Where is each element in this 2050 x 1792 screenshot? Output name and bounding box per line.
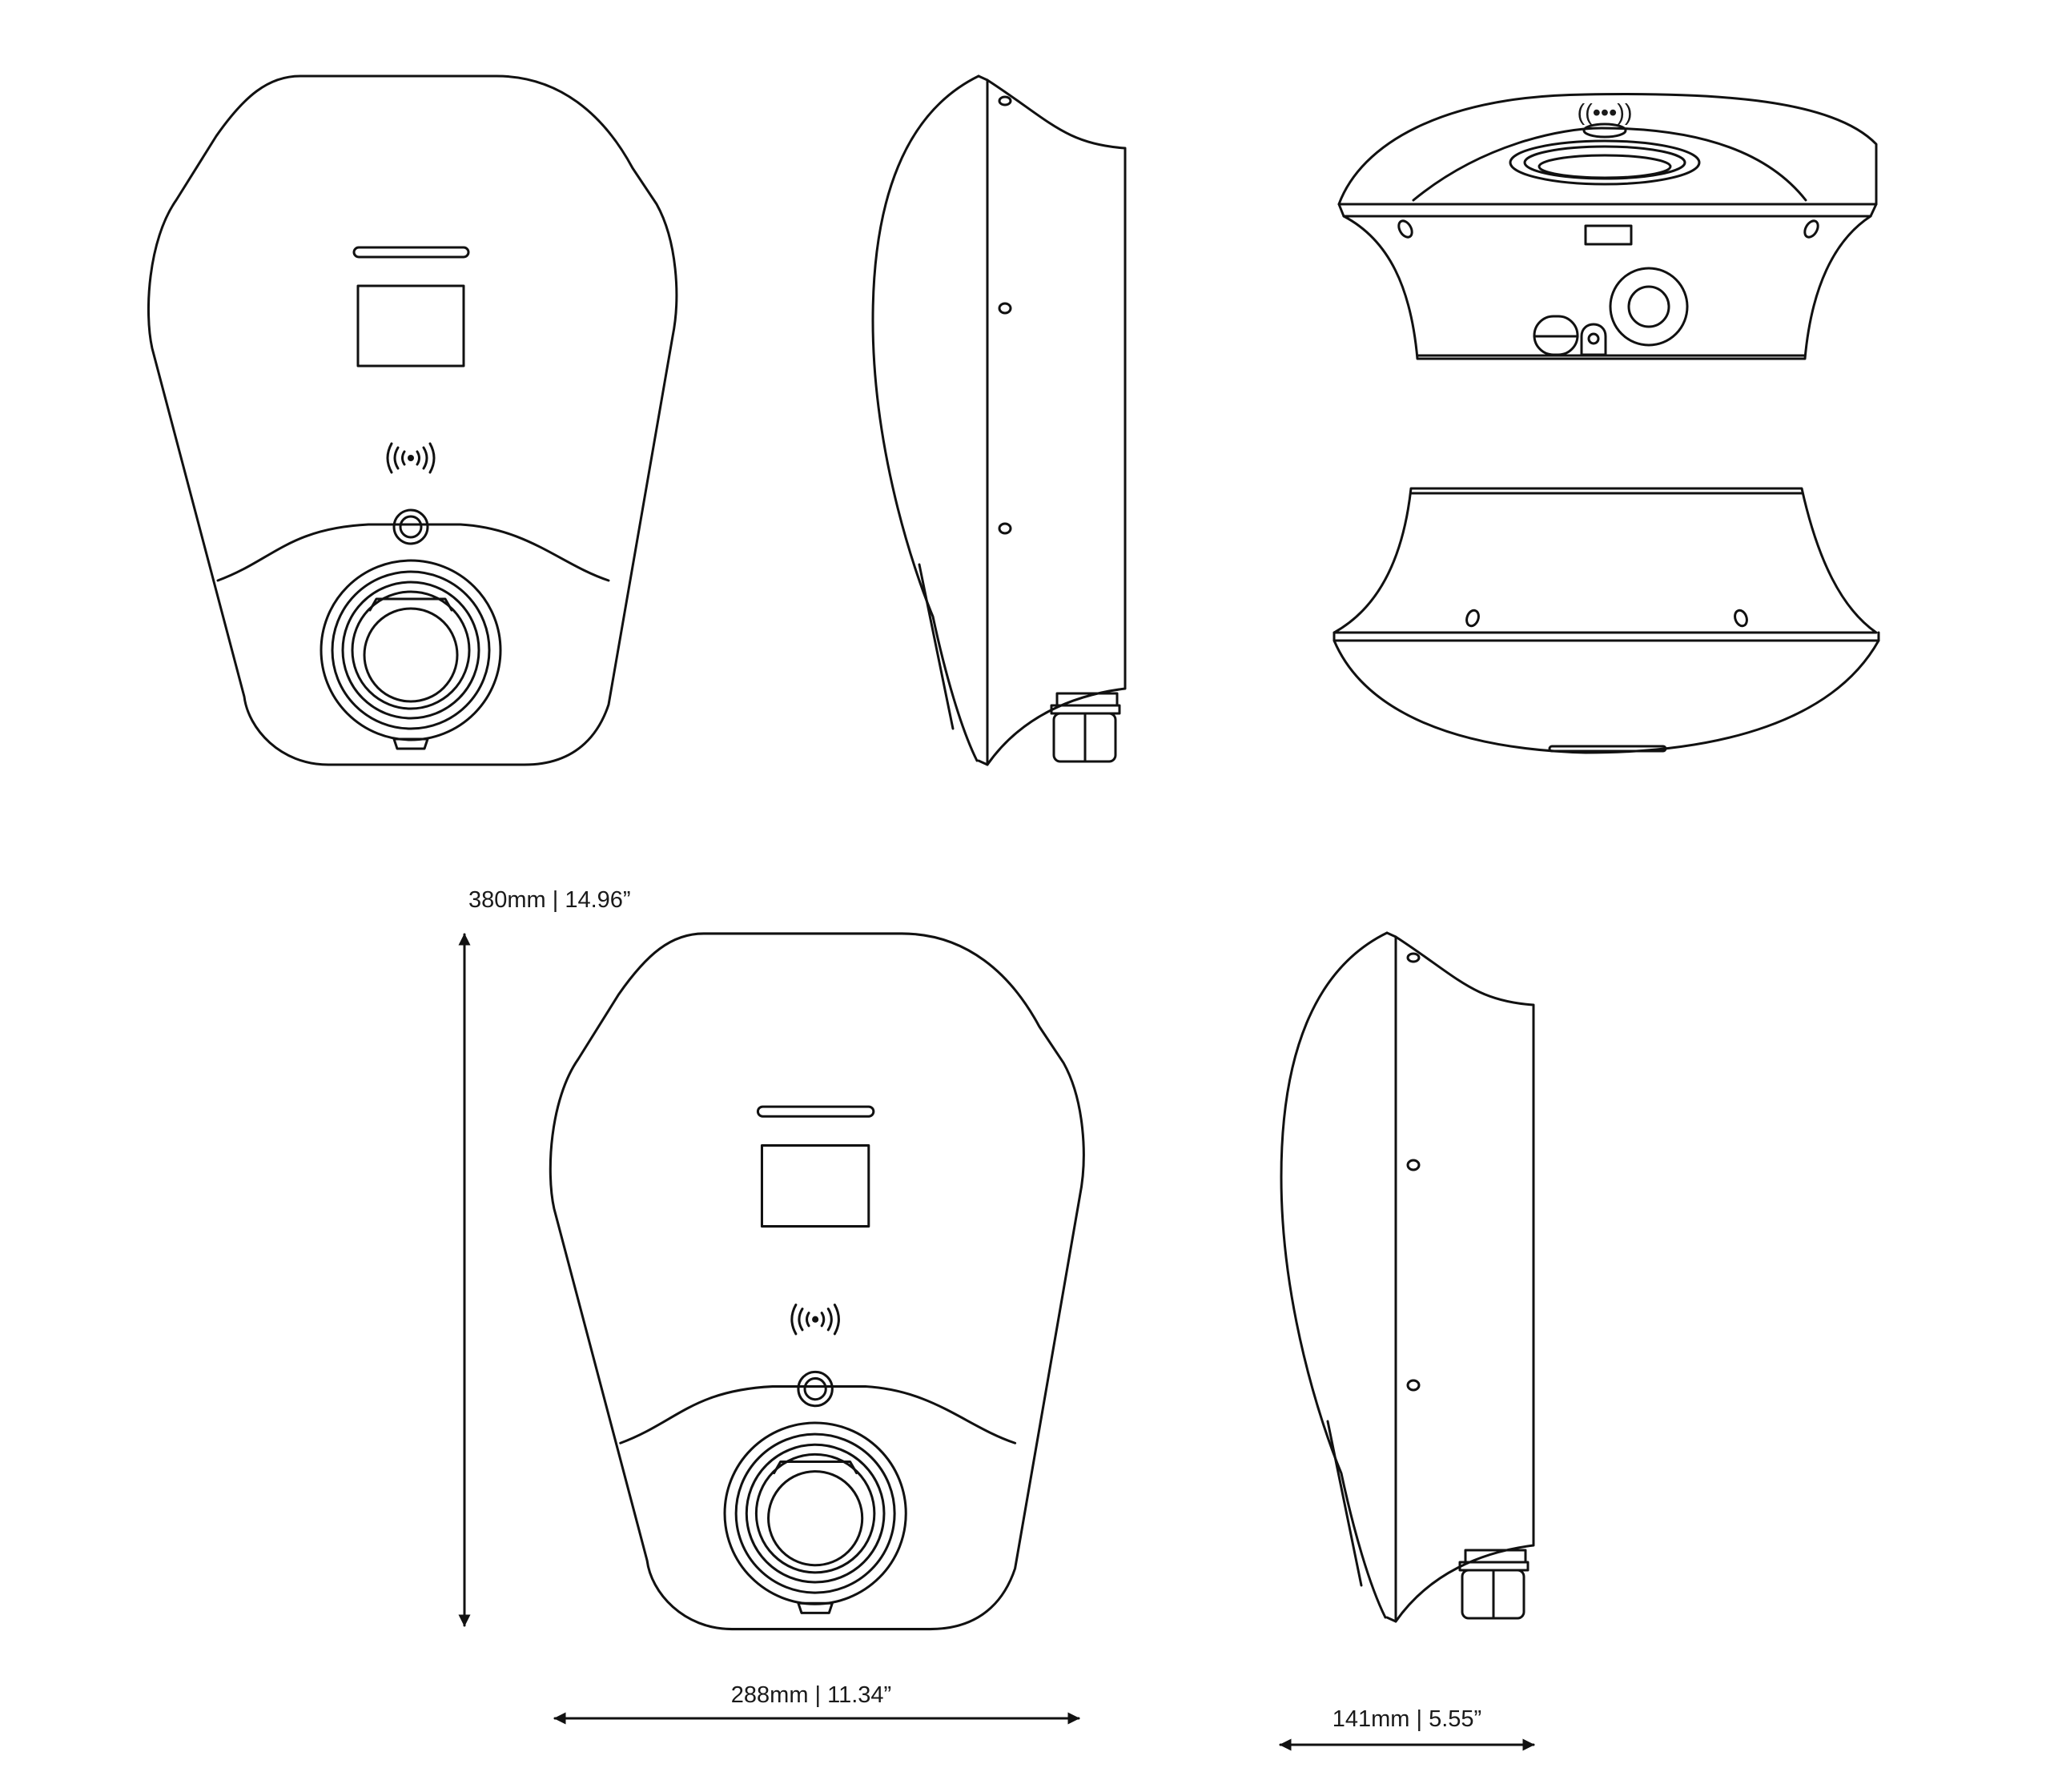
width-dimension-label: 288mm | 11.34” bbox=[731, 1682, 891, 1708]
height-dimension-label: 380mm | 14.96” bbox=[468, 887, 631, 913]
bottom-view: ((•••)) bbox=[1337, 93, 1878, 360]
top-view bbox=[1332, 487, 1880, 754]
front-view-dimensioned bbox=[549, 932, 1085, 1631]
side-view-top bbox=[871, 74, 1127, 766]
side-view-dimensioned bbox=[1280, 931, 1535, 1623]
depth-dimension-label: 141mm | 5.55” bbox=[1332, 1706, 1481, 1732]
front-view-top bbox=[147, 74, 678, 766]
bottom-view-rfid-mark: ((•••)) bbox=[1577, 100, 1632, 126]
